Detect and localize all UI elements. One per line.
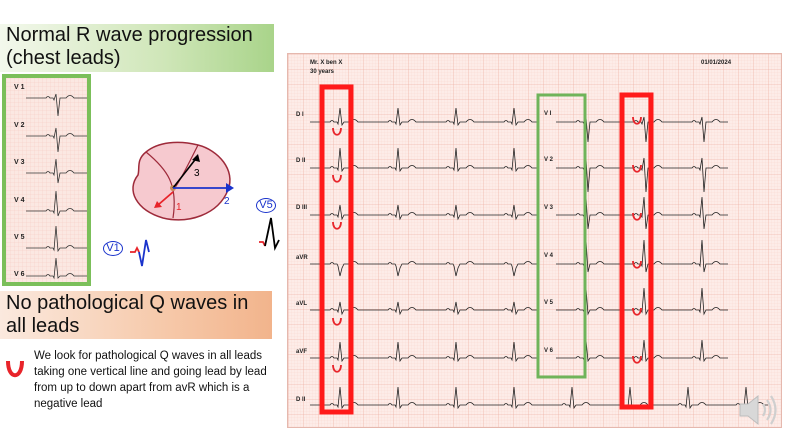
strip-label-v3: V 3 — [14, 159, 25, 166]
strip-trace-v6 — [26, 257, 87, 280]
lead-label-avf: aVF — [296, 349, 308, 355]
v1-complex-icon — [130, 239, 150, 267]
q-mark-chest-3 — [632, 212, 642, 221]
strip-label-v6: V 6 — [14, 271, 25, 278]
q-heading-line-1: No pathological Q waves in — [6, 292, 249, 314]
q-mark-chest-6 — [632, 355, 642, 364]
q-wave-marker-icon — [6, 360, 24, 378]
q-mark-limb-5 — [332, 364, 342, 373]
ecg-grid — [288, 54, 781, 427]
q-mark-chest-2 — [632, 164, 642, 173]
q-mark-chest-5 — [632, 307, 642, 316]
ecg-trace-rhythm — [310, 386, 768, 410]
lead-label-d2: D II — [296, 158, 306, 164]
lead-label-d1: D I — [296, 112, 304, 118]
heart-diagram: 1 2 3 — [132, 141, 234, 221]
arrow-3-label: 3 — [194, 168, 200, 179]
strip-trace-v3 — [26, 158, 87, 184]
lead-label-avl: aVL — [296, 301, 308, 307]
lead-label-v2: V 2 — [544, 157, 554, 163]
strip-label-v2: V 2 — [14, 122, 25, 129]
lead-label-v5: V 5 — [544, 300, 554, 306]
v5-complex-icon — [259, 217, 280, 252]
q-mark-chest-4 — [632, 260, 642, 269]
patient-name: Mr. X ben X — [310, 60, 343, 66]
title-line-2: (chest leads) — [6, 47, 121, 69]
chest-lead-strip: V 1 V 2 V 3 V 4 V 5 V 6 — [2, 74, 91, 286]
q-wave-heading: No pathological Q waves in all leads — [6, 292, 248, 338]
strip-label-v1: V 1 — [14, 84, 25, 91]
title-banner — [0, 24, 274, 72]
q-heading-line-2: all leads — [6, 315, 80, 337]
q-mark-limb-4 — [332, 317, 342, 326]
lead-label-v1: V I — [544, 111, 552, 117]
strip-grid — [6, 78, 87, 282]
ecg-overlay — [319, 84, 654, 415]
strip-trace-v2 — [26, 127, 87, 153]
arrow-1-label: 1 — [176, 202, 182, 213]
speaker-icon[interactable] — [736, 390, 780, 430]
red-highlight-chest — [619, 92, 654, 410]
arrow-1 — [157, 191, 174, 206]
lead-label-v3: V 3 — [544, 205, 554, 211]
v1-lead-badge: V1 — [103, 241, 123, 256]
ecg-date: 01/01/2024 — [701, 60, 732, 66]
q-mark-chest-1 — [632, 116, 642, 125]
q-mark-limb-1 — [332, 127, 342, 136]
strip-label-v5: V 5 — [14, 234, 25, 241]
strip-trace-v4 — [26, 190, 87, 217]
lead-label-v4: V 4 — [544, 253, 554, 259]
lead-label-v6: V 6 — [544, 348, 554, 354]
patient-age: 30 years — [310, 69, 335, 75]
arrow-3 — [172, 155, 199, 189]
arrow-2-label: 2 — [224, 196, 230, 207]
red-highlight-limb — [319, 84, 354, 415]
q-mark-limb-2 — [332, 174, 342, 183]
lead-label-avr: aVR — [296, 255, 308, 261]
explanation-note: We look for pathological Q waves in all … — [34, 350, 267, 410]
lead-label-d2-rhythm: D II — [296, 397, 306, 403]
q-wave-banner — [0, 291, 272, 339]
lead-label-d3: D III — [296, 205, 308, 211]
strip-label-v4: V 4 — [14, 197, 25, 204]
green-highlight-chest — [536, 93, 587, 379]
strip-trace-v1 — [26, 93, 87, 117]
ecg-sheet: Mr. X ben X 30 years 01/01/2024 D I D II… — [287, 53, 782, 428]
strip-trace-v5 — [26, 225, 87, 253]
q-mark-limb-3 — [332, 221, 342, 230]
title-line-1: Normal R wave progression — [6, 24, 253, 46]
page-title: Normal R wave progression (chest leads) — [6, 24, 253, 70]
v5-lead-badge: V5 — [256, 198, 276, 213]
